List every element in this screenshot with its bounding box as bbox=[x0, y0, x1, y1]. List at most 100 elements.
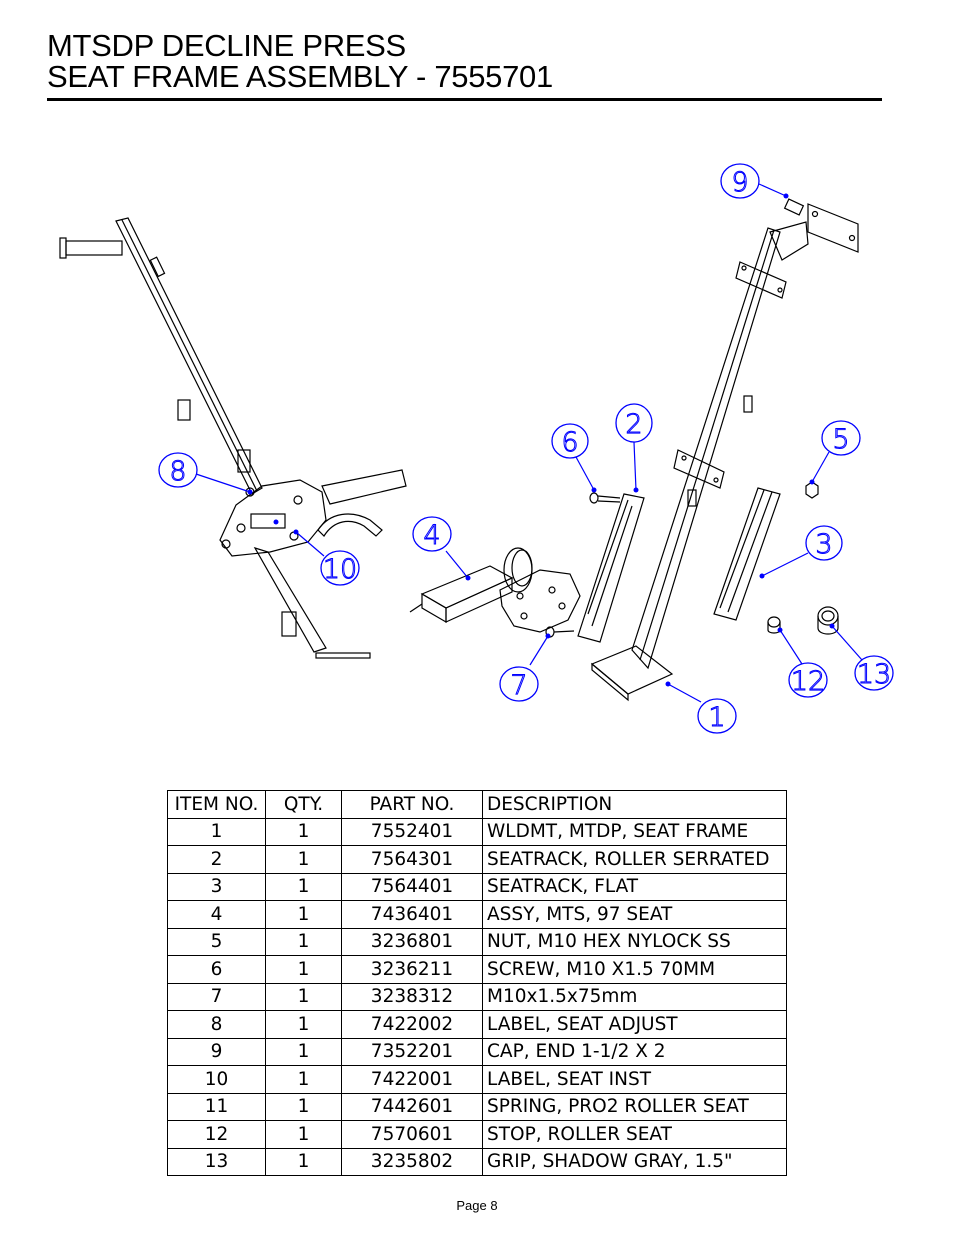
balloon-callout: 8 bbox=[158, 452, 198, 488]
balloon-number: 3 bbox=[815, 529, 832, 560]
balloon-number: 1 bbox=[708, 702, 725, 733]
qty-cell: 1 bbox=[265, 845, 342, 874]
balloon-number: 10 bbox=[323, 554, 357, 585]
qty-cell: 1 bbox=[265, 872, 342, 901]
item-no-cell: 4 bbox=[167, 900, 266, 929]
qty-cell: 1 bbox=[265, 900, 342, 929]
item-no-cell: 6 bbox=[167, 955, 266, 984]
seat-frame-weldment-view bbox=[590, 198, 859, 702]
balloon-circle bbox=[720, 163, 760, 199]
balloon-number: 2 bbox=[625, 409, 642, 440]
balloon-callout: 13 bbox=[854, 655, 894, 691]
balloon-callout: 2 bbox=[615, 403, 653, 443]
qty-cell: 1 bbox=[265, 1065, 342, 1094]
header-description: DESCRIPTION bbox=[482, 790, 787, 819]
description-cell: SPRING, PRO2 ROLLER SEAT bbox=[482, 1092, 787, 1121]
item-no-cell: 10 bbox=[167, 1065, 266, 1094]
balloon-number: 6 bbox=[561, 427, 578, 458]
title-line-1: MTSDP DECLINE PRESS bbox=[47, 28, 406, 63]
part-no-cell: 3236801 bbox=[341, 927, 483, 956]
balloon-callout: 10 bbox=[320, 550, 360, 586]
qty-cell: 1 bbox=[265, 982, 342, 1011]
balloon-number: 7 bbox=[510, 670, 527, 701]
part-no-cell: 7564301 bbox=[341, 845, 483, 874]
balloon-callout: 1 bbox=[697, 698, 737, 734]
part-no-cell: 3238312 bbox=[341, 982, 483, 1011]
description-cell: STOP, ROLLER SEAT bbox=[482, 1120, 787, 1149]
balloon-circle bbox=[697, 698, 737, 734]
qty-cell: 1 bbox=[265, 1010, 342, 1039]
description-cell: M10x1.5x75mm bbox=[482, 982, 787, 1011]
balloon-arrowheads bbox=[247, 193, 835, 687]
balloon-callouts bbox=[195, 183, 863, 703]
item-no-cell: 7 bbox=[167, 982, 266, 1011]
balloon-circle bbox=[158, 452, 198, 488]
balloon-circle bbox=[821, 420, 861, 456]
balloon-number: 4 bbox=[423, 520, 440, 551]
description-cell: GRIP, SHADOW GRAY, 1.5" bbox=[482, 1147, 787, 1176]
qty-cell: 1 bbox=[265, 1120, 342, 1149]
title-underline bbox=[47, 98, 882, 101]
balloon-circle bbox=[615, 403, 653, 443]
balloon-callout: 5 bbox=[821, 420, 861, 456]
header-item-no: ITEM NO. bbox=[167, 790, 266, 819]
part-no-cell: 3235802 bbox=[341, 1147, 483, 1176]
part-no-cell: 7352201 bbox=[341, 1037, 483, 1066]
header-part-no: PART NO. bbox=[341, 790, 483, 819]
balloon-circle bbox=[499, 666, 539, 702]
page-number: Page 8 bbox=[456, 1198, 498, 1213]
balloon-number: 5 bbox=[832, 424, 849, 455]
balloon-circle bbox=[551, 423, 589, 459]
description-cell: ASSY, MTS, 97 SEAT bbox=[482, 900, 787, 929]
description-cell: SEATRACK, FLAT bbox=[482, 872, 787, 901]
balloon-circle bbox=[320, 550, 360, 586]
description-cell: CAP, END 1-1/2 X 2 bbox=[482, 1037, 787, 1066]
qty-cell: 1 bbox=[265, 955, 342, 984]
part-no-cell: 7442601 bbox=[341, 1092, 483, 1121]
page-title: MTSDP DECLINE PRESS SEAT FRAME ASSEMBLY … bbox=[47, 30, 553, 92]
item-no-cell: 1 bbox=[167, 817, 266, 846]
description-cell: NUT, M10 HEX NYLOCK SS bbox=[482, 927, 787, 956]
item-no-cell: 8 bbox=[167, 1010, 266, 1039]
item-no-cell: 11 bbox=[167, 1092, 266, 1121]
balloon-callout: 3 bbox=[805, 525, 843, 561]
description-cell: LABEL, SEAT ADJUST bbox=[482, 1010, 787, 1039]
balloon-number: 8 bbox=[169, 456, 186, 487]
balloon-circle bbox=[412, 516, 452, 552]
balloon-callout: 12 bbox=[788, 662, 828, 698]
qty-cell: 1 bbox=[265, 1147, 342, 1176]
part-no-cell: 7564401 bbox=[341, 872, 483, 901]
left-seat-frame-view bbox=[59, 217, 407, 659]
balloon-number: 12 bbox=[791, 666, 825, 697]
title-line-2: SEAT FRAME ASSEMBLY - 7555701 bbox=[47, 59, 553, 94]
balloon-callout: 7 bbox=[499, 666, 539, 702]
part-no-cell: 7422001 bbox=[341, 1065, 483, 1094]
qty-cell: 1 bbox=[265, 1037, 342, 1066]
balloon-callout: 6 bbox=[551, 423, 589, 459]
balloon-circle bbox=[788, 662, 828, 698]
part-no-cell: 7552401 bbox=[341, 817, 483, 846]
item-no-cell: 9 bbox=[167, 1037, 266, 1066]
seatracks-and-hardware-view bbox=[577, 481, 839, 643]
part-no-cell: 7570601 bbox=[341, 1120, 483, 1149]
part-no-cell: 7422002 bbox=[341, 1010, 483, 1039]
qty-cell: 1 bbox=[265, 927, 342, 956]
part-no-cell: 7436401 bbox=[341, 900, 483, 929]
